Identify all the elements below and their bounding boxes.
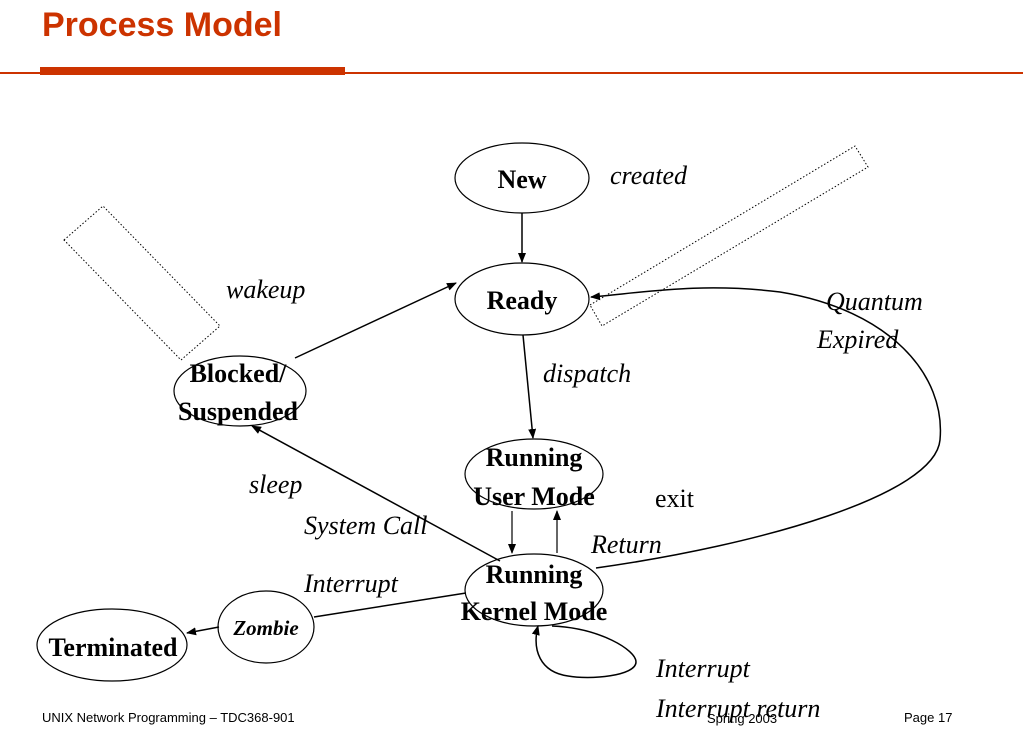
label-return: Return bbox=[590, 530, 662, 559]
dotted-callout-left bbox=[63, 205, 221, 361]
state-running-user bbox=[464, 438, 604, 510]
state-running-kernel-label-1: Running bbox=[486, 560, 583, 589]
label-quantum: Quantum bbox=[826, 287, 923, 316]
footer-course: UNIX Network Programming – TDC368-901 bbox=[42, 710, 295, 725]
dotted-callout-right bbox=[589, 145, 869, 327]
footer-page: Page 17 bbox=[904, 710, 953, 725]
edge-quantum-expired bbox=[590, 287, 942, 569]
label-sleep: sleep bbox=[249, 470, 302, 499]
label-interrupt-return: Interrupt return bbox=[655, 694, 820, 723]
state-running-user-label-2: User Mode bbox=[473, 482, 595, 511]
title-underline bbox=[0, 72, 1023, 74]
page-title: Process Model bbox=[42, 6, 282, 44]
edge-sleep bbox=[251, 425, 501, 562]
label-dispatch: dispatch bbox=[543, 359, 631, 388]
state-blocked-label-2: Suspended bbox=[178, 397, 298, 426]
label-interrupt-bottom: Interrupt bbox=[655, 654, 751, 683]
state-terminated bbox=[36, 608, 188, 682]
label-created: created bbox=[610, 161, 688, 190]
label-interrupt: Interrupt bbox=[303, 569, 399, 598]
state-zombie-label: Zombie bbox=[232, 616, 298, 640]
state-blocked-label-1: Blocked/ bbox=[190, 359, 288, 388]
edge-kernel-zombie bbox=[313, 592, 467, 618]
state-ready-label: Ready bbox=[487, 286, 558, 315]
edge-interrupt-self bbox=[531, 625, 637, 679]
edge-wakeup bbox=[294, 282, 457, 359]
state-running-user-label-1: Running bbox=[486, 443, 583, 472]
edge-zombie-terminated bbox=[186, 626, 220, 636]
state-blocked bbox=[173, 355, 307, 427]
state-new-label: New bbox=[497, 165, 546, 194]
edge-ready-running-user bbox=[522, 334, 537, 439]
state-ready bbox=[454, 262, 590, 336]
label-system-call: System Call bbox=[304, 511, 428, 540]
state-terminated-label: Terminated bbox=[48, 633, 178, 662]
label-exit: exit bbox=[655, 484, 695, 513]
label-wakeup: wakeup bbox=[226, 275, 305, 304]
label-expired: Expired bbox=[816, 325, 899, 354]
title-accent-bar bbox=[40, 67, 345, 75]
state-running-kernel-label-2: Kernel Mode bbox=[461, 597, 608, 626]
footer-term: Spring 2003 bbox=[707, 711, 778, 726]
